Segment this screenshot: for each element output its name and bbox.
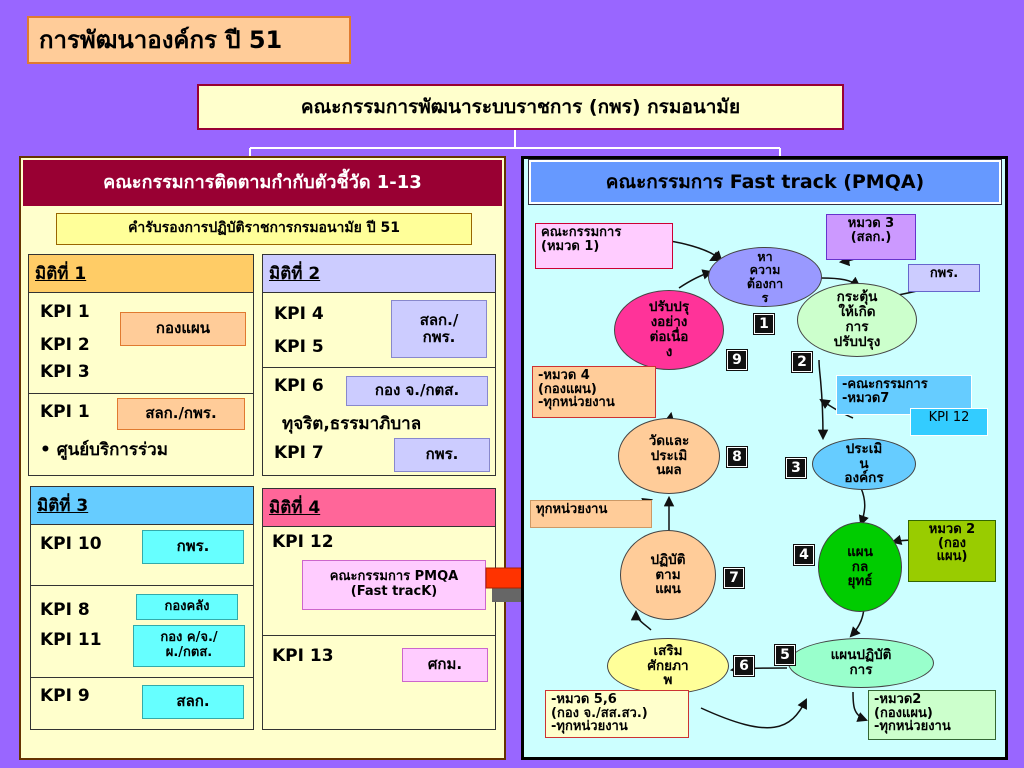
- step-number-9: 9: [726, 349, 748, 371]
- kpi-2: KPI 2: [40, 335, 90, 355]
- note-kpi-12: KPI 12: [910, 408, 988, 436]
- step-capacity-building: เสริม ศักยภา พ: [607, 638, 729, 694]
- kpi-11: KPI 11: [40, 630, 102, 650]
- kpr-tag-10: กพร.: [142, 530, 244, 564]
- k-j-p-kts-tag: กอง ค/จ./ ผ./กตส.: [133, 625, 245, 667]
- kpi-1-service: KPI 1: [40, 402, 90, 422]
- divider: [263, 367, 495, 368]
- kj-kts-tag: กอง จ./กตส.: [346, 376, 488, 406]
- kpi-3: KPI 3: [40, 362, 90, 382]
- skm-tag: ศกม.: [402, 648, 488, 682]
- dimension-3-title: มิติที่ 3: [31, 487, 253, 525]
- divider: [31, 585, 253, 586]
- dimension-1-title: มิติที่ 1: [29, 255, 253, 293]
- kpi-6: KPI 6: [274, 376, 324, 396]
- note-category-5-6: -หมวด 5,6 (กอง จ./สส.สว.) -ทุกหน่วยงาน: [545, 690, 689, 738]
- note-category-4: -หมวด 4 (กองแผน) -ทุกหน่วยงาน: [532, 366, 656, 418]
- dimension-2-title: มิติที่ 2: [263, 255, 495, 293]
- kpi-7: KPI 7: [274, 443, 324, 463]
- step-needs-assessment: หา ความ ต้องกา ร: [708, 247, 822, 307]
- planning-division-tag: กองแผน: [120, 312, 246, 346]
- step-action-plan: แผนปฏิบัติ การ: [788, 638, 934, 688]
- note-category-3: หมวด 3 (สลก.): [826, 214, 916, 260]
- step-number-8: 8: [726, 446, 748, 468]
- step-number-4: 4: [793, 544, 815, 566]
- step-implement-plan: ปฏิบัติ ตาม แผน: [620, 530, 716, 620]
- note-kpr: กพร.: [908, 264, 980, 292]
- dimension-1-column: มิติที่ 1: [28, 254, 254, 476]
- note-category-2-plan: หมวด 2 (กอง แผน): [908, 520, 996, 582]
- dimension-4-title: มิติที่ 4: [263, 489, 495, 527]
- kpi-8: KPI 8: [40, 600, 90, 620]
- kpi-12: KPI 12: [272, 532, 334, 552]
- note-category-2-units: -หมวด2 (กองแผน) -ทุกหน่วยงาน: [868, 690, 996, 740]
- top-committee-box: คณะกรรมการพัฒนาระบบราชการ (กพร) กรมอนามั…: [197, 84, 844, 130]
- indicator-committee-header: คณะกรรมการติดตามกำกับตัวชี้วัด 1-13: [23, 160, 502, 206]
- fast-track-header: คณะกรรมการ Fast track (PMQA): [528, 159, 1002, 205]
- step-strategic-plan: แผน กล ยุทธ์: [818, 522, 902, 612]
- page-title: การพัฒนาองค์กร ปี 51: [27, 16, 351, 64]
- step-number-6: 6: [733, 655, 755, 677]
- slk-kpr-tag: สลก./กพร.: [117, 398, 245, 430]
- kpi-13: KPI 13: [272, 646, 334, 666]
- step-number-1: 1: [753, 313, 775, 335]
- divider: [263, 635, 495, 636]
- note-category-1: คณะกรรมการ (หมวด 1): [535, 223, 673, 269]
- note-all-units: ทุกหน่วยงาน: [530, 500, 652, 528]
- kpr-tag-7: กพร.: [394, 438, 490, 472]
- service-center-bullet: • ศูนย์บริการร่วม: [40, 440, 168, 460]
- top-connector-lines: [249, 130, 781, 158]
- slk-kpr-tag-2: สลก./ กพร.: [391, 300, 487, 358]
- kpi-4: KPI 4: [274, 304, 324, 324]
- kpi-6-description: ทุจริต,ธรรมาภิบาล: [282, 414, 422, 434]
- kpi-9: KPI 9: [40, 686, 90, 706]
- finance-division-tag: กองคลัง: [136, 594, 238, 620]
- certification-box: คำรับรองการปฏิบัติราชการกรมอนามัย ปี 51: [56, 213, 472, 245]
- slk-tag-9: สลก.: [142, 685, 244, 719]
- step-stimulate-improvement: กระตุ้น ให้เกิด การ ปรับปรุง: [797, 283, 917, 357]
- step-measure-evaluate: วัดและ ประเมิ นผล: [618, 418, 720, 494]
- step-continuous-improvement: ปรับปรุ งอย่าง ต่อเนื่อ ง: [614, 290, 724, 370]
- step-number-5: 5: [774, 644, 796, 666]
- step-number-3: 3: [785, 457, 807, 479]
- divider: [29, 393, 253, 394]
- step-number-7: 7: [723, 567, 745, 589]
- kpi-1: KPI 1: [40, 302, 90, 322]
- divider: [31, 677, 253, 678]
- step-organization-assessment: ประเมิ น องค์กร: [812, 438, 916, 490]
- pmqa-committee-tag: คณะกรรมการ PMQA (Fast tracK): [302, 560, 486, 610]
- step-number-2: 2: [791, 351, 813, 373]
- kpi-10: KPI 10: [40, 534, 102, 554]
- dimension-2-column: มิติที่ 2: [262, 254, 496, 476]
- kpi-5: KPI 5: [274, 337, 324, 357]
